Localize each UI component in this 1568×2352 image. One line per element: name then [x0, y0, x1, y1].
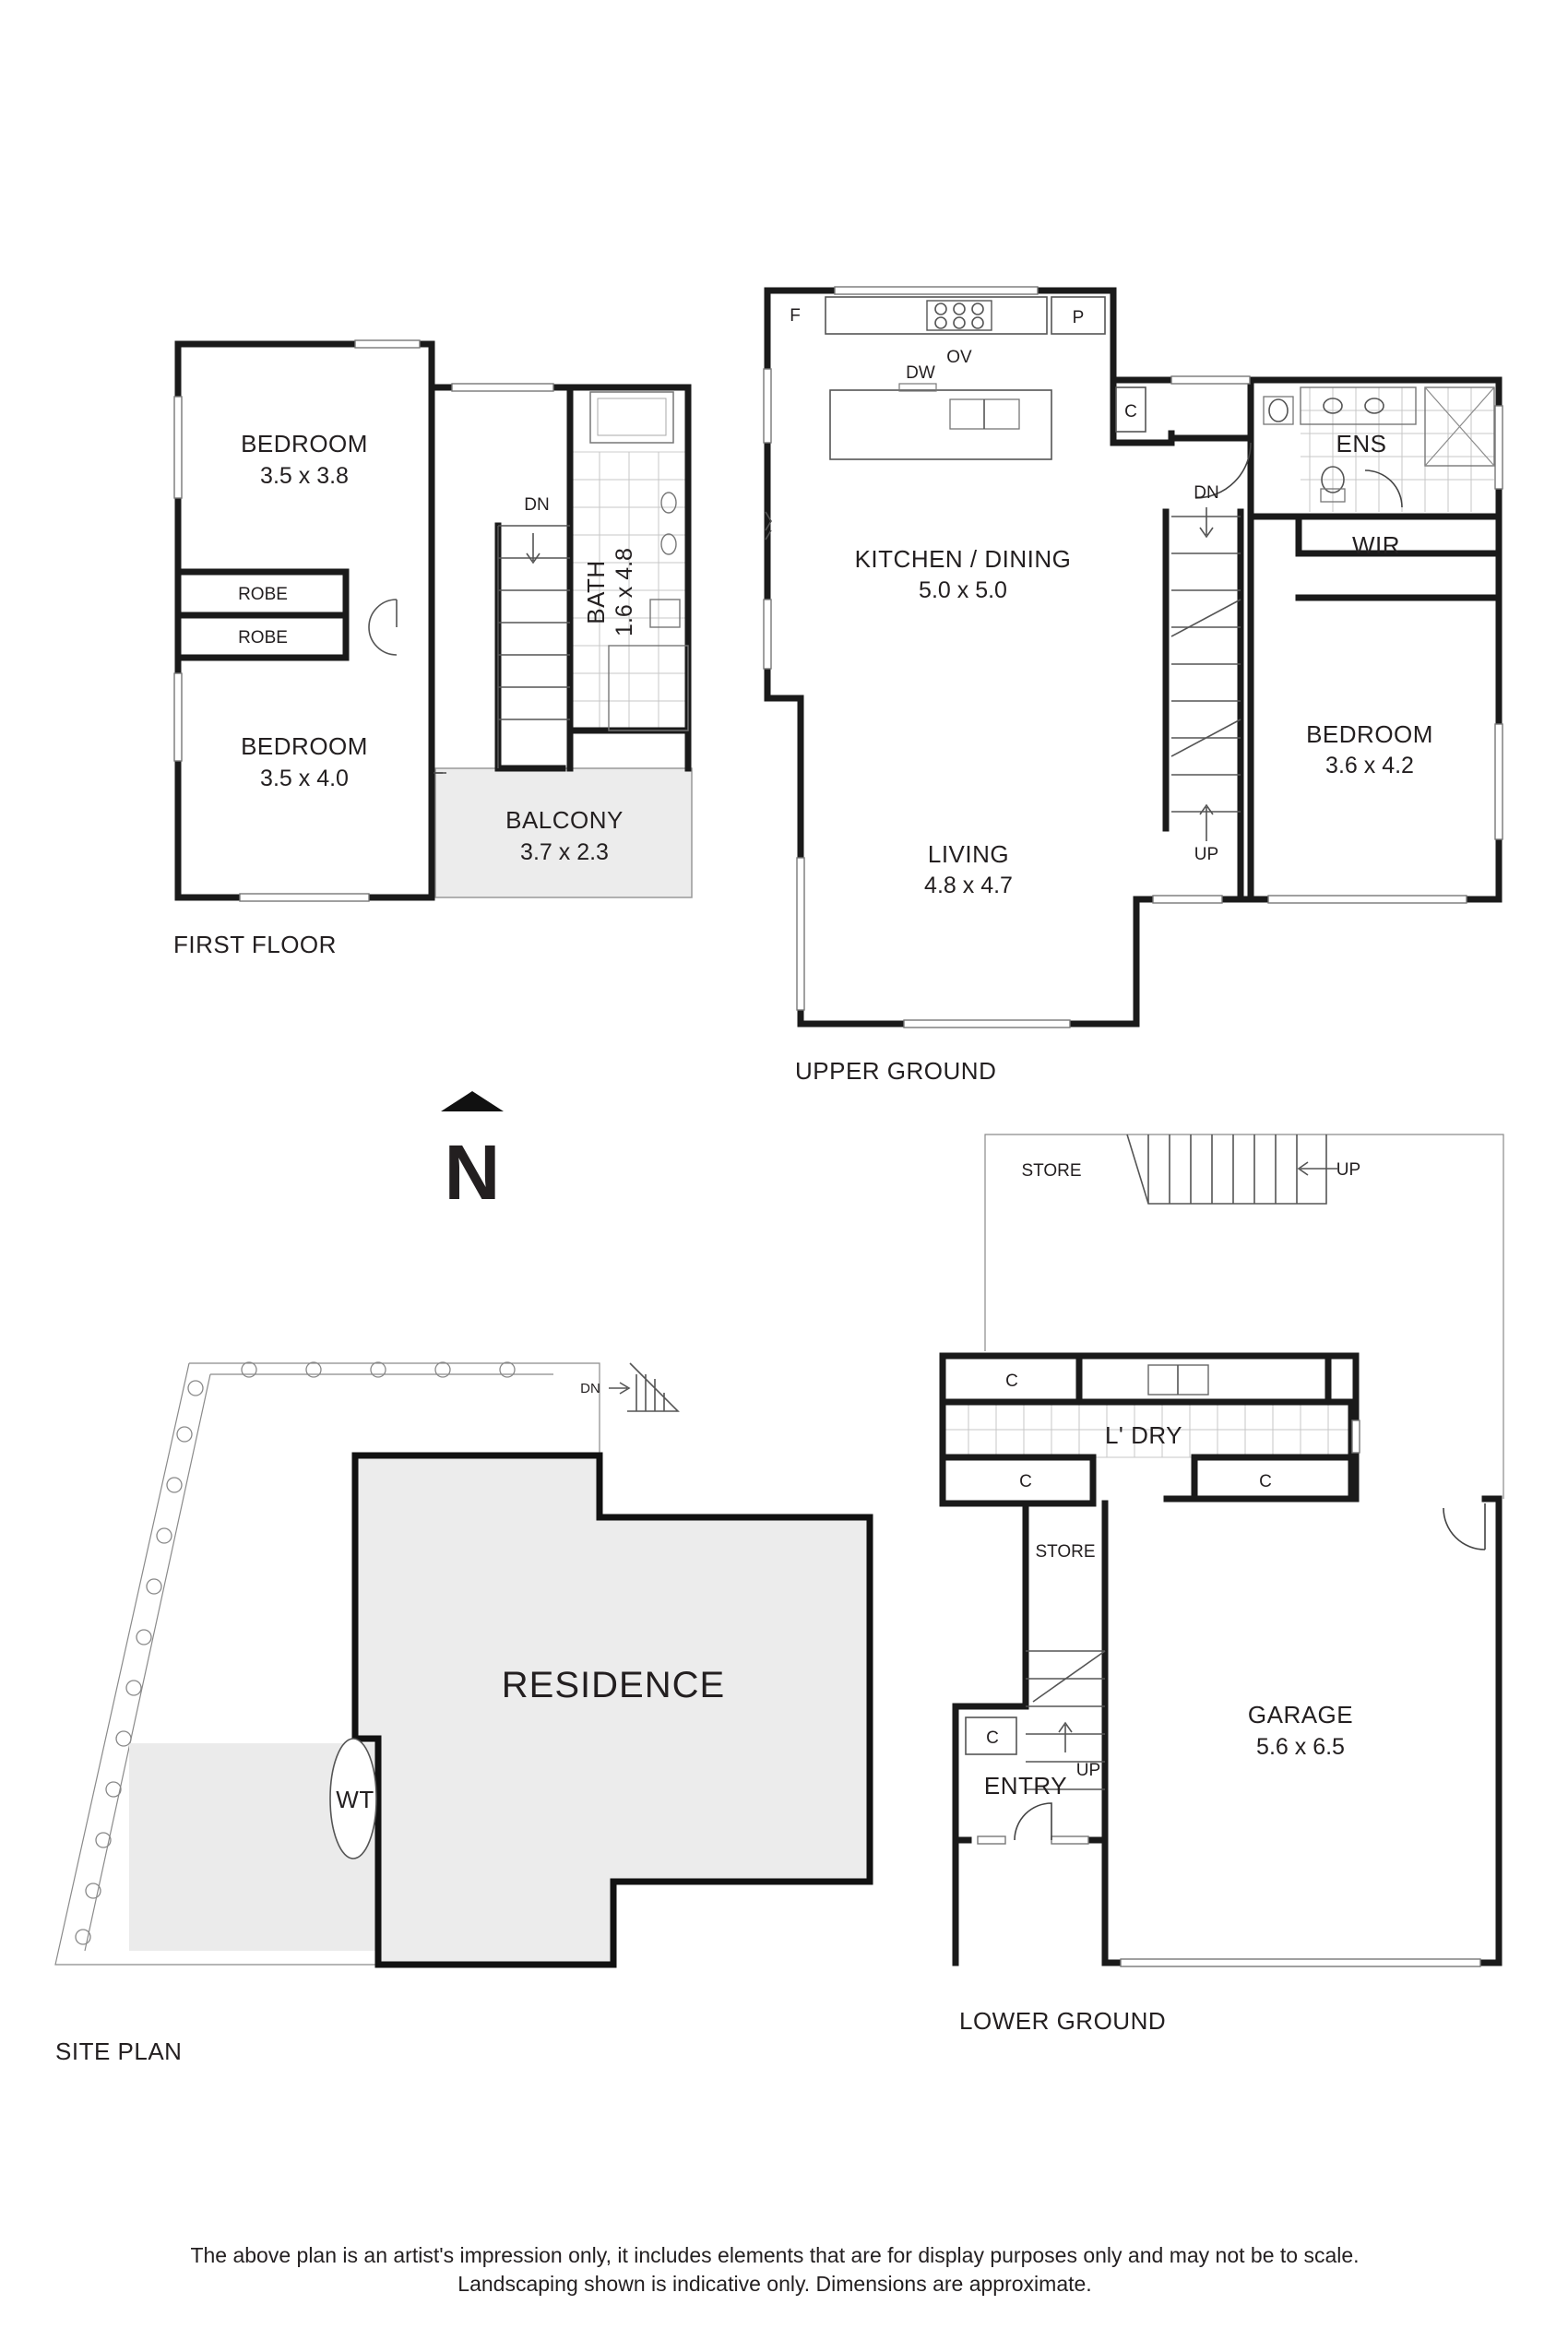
first-floor-plan: DN BEDROOM 3.5 x 3.8 ROBE ROBE BEDROOM 3… [173, 339, 693, 958]
ensuite-tiles [1301, 387, 1494, 512]
laundry-label: L' DRY [1105, 1421, 1182, 1449]
lower-ground-store: STORE [1035, 1542, 1095, 1562]
upper-ground-stair [1170, 516, 1241, 813]
first-floor-bath-size: 1.6 x 4.8 [612, 548, 637, 636]
balcony-area [434, 767, 693, 898]
kitchen-dining-size: 5.0 x 5.0 [919, 577, 1007, 603]
upper-ground-plan: DN UP F P OV DW C KITCHEN / DINING 5.0 x… [763, 286, 1503, 1085]
fridge-label: F [790, 306, 801, 326]
north-label: N [445, 1129, 501, 1216]
residence-label: RESIDENCE [502, 1665, 725, 1705]
disclaimer-line-1: The above plan is an artist's impression… [190, 2243, 1359, 2267]
upper-ground-walls [764, 287, 1254, 1028]
first-floor-balcony-name: BALCONY [505, 806, 624, 834]
laundry-cupboard-3: C [1259, 1472, 1272, 1491]
first-floor-bedroom-b-name: BEDROOM [241, 732, 368, 760]
kitchen-island [829, 389, 1052, 460]
kitchen-dining-name: KITCHEN / DINING [855, 545, 1072, 573]
living-size: 4.8 x 4.7 [924, 873, 1013, 898]
upper-ground-bedroom-name: BEDROOM [1306, 720, 1433, 748]
north-arrow: N [441, 1091, 504, 1216]
disclaimer-line-2: Landscaping shown is indicative only. Di… [457, 2272, 1091, 2296]
entry-stair-up: UP [1076, 1761, 1100, 1780]
pantry-box [1051, 296, 1106, 335]
upper-ground-cupboard-label: C [1124, 402, 1137, 422]
upper-ground-stair-up: UP [1194, 845, 1218, 864]
lower-ground-store-stair [1126, 1134, 1327, 1205]
first-floor-robe-a: ROBE [238, 585, 288, 604]
first-floor-bedroom-a-name: BEDROOM [241, 430, 368, 457]
upper-ground-title: UPPER GROUND [795, 1057, 996, 1085]
first-floor-robe-b: ROBE [238, 628, 288, 647]
first-floor-stair [497, 525, 570, 768]
garage-name: GARAGE [1248, 1701, 1353, 1728]
first-floor-balcony-size: 3.7 x 2.3 [520, 839, 609, 865]
entry-label: ENTRY [984, 1772, 1067, 1800]
living-name: LIVING [928, 840, 1009, 868]
lower-ground-title: LOWER GROUND [959, 2007, 1166, 2035]
site-plan-title: SITE PLAN [55, 2037, 182, 2065]
dishwasher-label: DW [906, 363, 935, 383]
upper-ground-stair-down: DN [1194, 483, 1218, 503]
water-tank [329, 1738, 377, 1859]
residence-footprint [351, 1452, 873, 1968]
wir-label: WIR [1352, 531, 1400, 559]
garage-size: 5.6 x 6.5 [1256, 1734, 1345, 1760]
pantry-label: P [1073, 308, 1085, 327]
first-floor-bedroom-a-size: 3.5 x 3.8 [260, 463, 349, 489]
first-floor-title: FIRST FLOOR [173, 931, 337, 958]
disclaimer: The above plan is an artist's impression… [190, 2243, 1359, 2296]
oven-label: OV [946, 348, 972, 367]
upper-ground-bedroom-size: 3.6 x 4.2 [1325, 753, 1414, 778]
north-arrow-icon [441, 1091, 504, 1111]
lower-ground-top-store: STORE [1021, 1161, 1081, 1181]
first-floor-bath-name: BATH [582, 560, 610, 624]
first-floor-stair-label: DN [524, 495, 549, 515]
laundry-cupboard-2: C [1019, 1472, 1032, 1491]
first-floor-bedroom-b-size: 3.5 x 4.0 [260, 766, 349, 791]
entry-cupboard-label: C [986, 1728, 999, 1748]
laundry-cupboard-1: C [1005, 1372, 1018, 1391]
site-stair-label: DN [580, 1381, 600, 1396]
site-plan: DN RESIDENCE WT SITE PLAN [54, 1361, 873, 2065]
lower-ground-top-store-up: UP [1336, 1160, 1360, 1180]
ensuite-label: ENS [1336, 430, 1387, 457]
water-tank-label: WT [336, 1786, 374, 1813]
kitchen-bench [825, 296, 1048, 335]
lower-ground-plan: STORE UP C L' DRY C C STORE C ENTRY UP G… [939, 1134, 1504, 2035]
cooktop [926, 300, 992, 331]
site-shrubs [75, 1361, 516, 1945]
lower-ground-walls [939, 1352, 1503, 1966]
